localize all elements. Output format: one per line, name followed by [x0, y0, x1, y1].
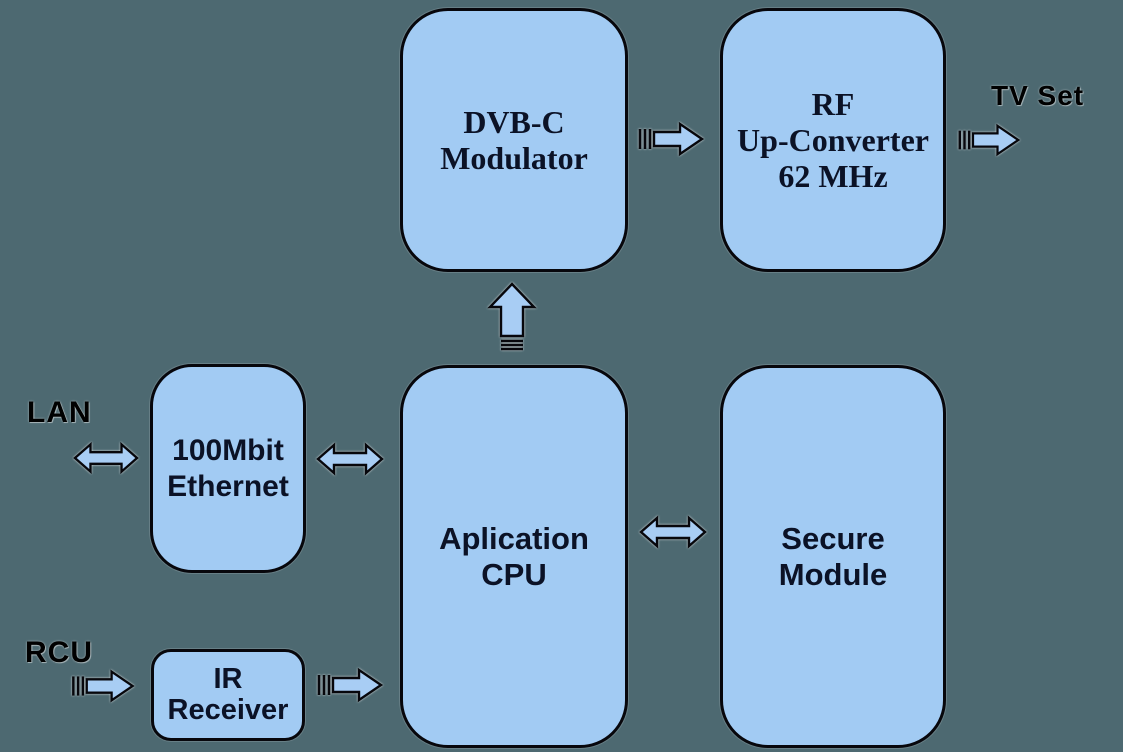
block-line: Receiver [167, 694, 289, 726]
block-line: Module [778, 556, 888, 592]
arrow-rcu-to-ir-receiver [68, 664, 138, 708]
arrow-cpu-secure-module-bidirectional [639, 511, 707, 553]
arrow-ir-receiver-to-cpu [315, 662, 385, 708]
block-line: 100Mbit [172, 433, 284, 467]
block-dvbc-modulator: DVB-C Modulator [400, 8, 628, 272]
block-line: DVB-C [463, 104, 565, 140]
block-rf-up-converter: RF Up-Converter 62 MHz [720, 8, 946, 272]
block-secure-module: Secure Module [720, 365, 946, 748]
block-line: 62 MHz [778, 158, 888, 194]
label-tv-set: TV Set [991, 80, 1085, 111]
block-ir-receiver: IR Receiver [151, 649, 305, 741]
label-rcu: RCU [25, 636, 93, 669]
arrow-ethernet-cpu-bidirectional [315, 438, 385, 480]
arrow-rf-to-tv-set [956, 118, 1022, 162]
block-line: Ethernet [167, 469, 289, 503]
arrow-dvbc-to-rf [636, 116, 706, 162]
block-line: IR [213, 663, 243, 695]
label-lan: LAN [27, 396, 92, 429]
block-line: Secure [781, 520, 885, 556]
block-line: Modulator [440, 140, 588, 176]
block-line: Up-Converter [737, 122, 929, 158]
arrow-cpu-to-dvbc [486, 282, 538, 352]
block-line: RF [811, 86, 855, 122]
block-100mbit-ethernet: 100Mbit Ethernet [150, 364, 306, 573]
arrow-lan-ethernet-bidirectional [73, 437, 139, 479]
block-application-cpu: Aplication CPU [400, 365, 628, 748]
block-line: CPU [481, 556, 547, 592]
block-line: Aplication [439, 520, 589, 556]
